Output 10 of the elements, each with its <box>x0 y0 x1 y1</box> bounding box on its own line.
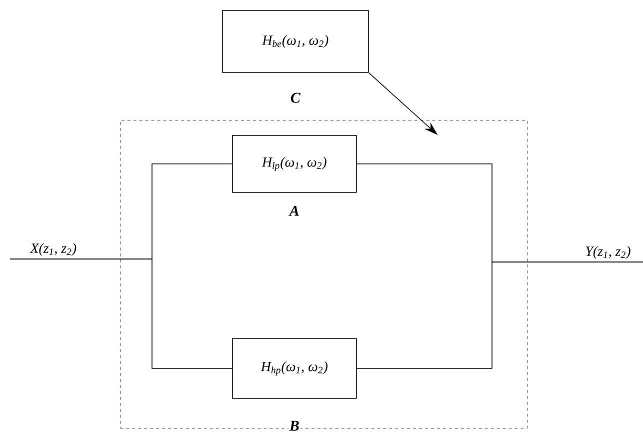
signal-line <box>356 262 643 369</box>
transfer-function-box: H$_{lp}$(ω$_{1}$, ω$_{2}$) <box>232 134 357 193</box>
block-letter: A <box>288 204 300 217</box>
signal-label: Y(z$_{1}$, z$_{2}$) <box>586 246 630 259</box>
transfer-function-box: H$_{be}$(ω$_{1}$, ω$_{2}$) <box>222 10 369 73</box>
transfer-function-box: H$_{hp}$(ω$_{1}$, ω$_{2}$) <box>232 338 357 399</box>
block-letter: C <box>289 92 302 104</box>
signal-line <box>10 258 232 369</box>
block-letter: B <box>288 420 300 432</box>
signal-label: X(z$_{1}$, z$_{2}$) <box>30 243 76 256</box>
